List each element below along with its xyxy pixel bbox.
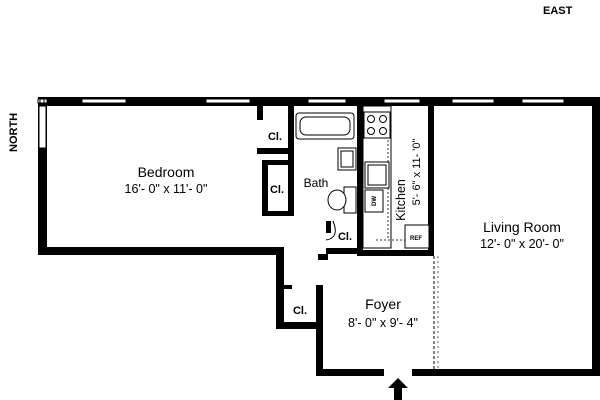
closet-label-bath: Cl. [338,231,352,243]
living-room-name: Living Room [483,219,561,235]
closet-label-foyer: Cl. [293,305,307,317]
bedroom-dimensions: 16'- 0" x 11'- 0" [125,182,208,196]
bath-fixtures [295,112,357,241]
compass-east-label: EAST [543,5,573,17]
kitchen-name: Kitchen [394,179,408,221]
foyer-dimensions: 8'- 0" x 9'- 4" [348,316,418,330]
dishwasher-label: DW [372,196,378,206]
refrigerator-label: REF [410,236,422,242]
bedroom-name: Bedroom [138,164,195,180]
living-room-dimensions: 12'- 0" x 20'- 0" [480,237,564,251]
kitchen-fixtures [362,105,430,249]
entry-arrow-icon [388,378,408,400]
bath-name: Bath [304,176,329,190]
closet-label-top: Cl. [268,131,282,143]
closet-label-middle: Cl. [270,184,284,196]
foyer-name: Foyer [365,296,401,312]
kitchen-dimensions: 5'- 6" x 11- '0" [411,138,423,205]
interior-walls [257,106,434,295]
windows [37,98,565,152]
compass-north-label: NORTH [8,113,20,152]
